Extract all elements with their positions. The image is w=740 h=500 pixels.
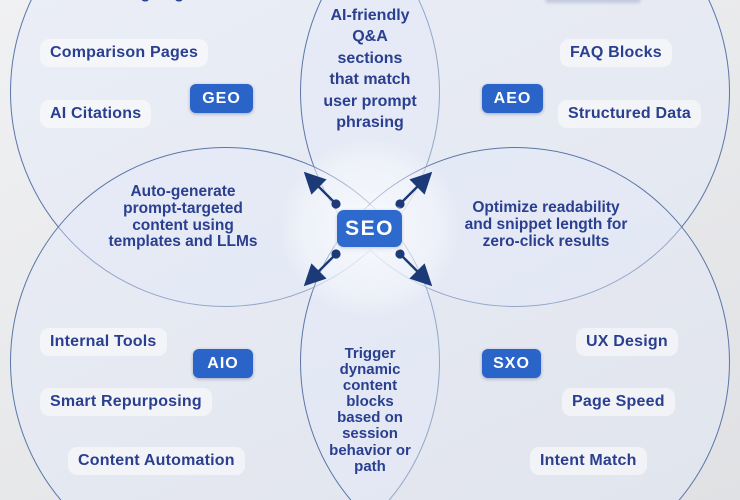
- label-page-speed: Page Speed: [562, 388, 675, 416]
- label-ai-citations: AI Citations: [40, 100, 152, 128]
- label-structured-data: Structured Data: [558, 100, 702, 128]
- clipped-label-top-left: Landing Pages: [88, 0, 202, 3]
- aeo-badge: AEO: [482, 84, 543, 113]
- sxo-badge: SXO: [482, 349, 541, 378]
- label-ux-design: UX Design: [576, 328, 678, 356]
- clipped-label-fragment-top-right: [545, 0, 641, 3]
- seo-center-badge: SEO: [337, 210, 402, 247]
- label-comparison-pages: Comparison Pages: [40, 39, 209, 67]
- overlap-text-geo-aeo: Create AI-friendly Q&A sections that mat…: [323, 0, 417, 131]
- overlap-text-aeo-sxo: Optimize readability and snippet length …: [464, 199, 628, 250]
- label-smart-repurposing: Smart Repurposing: [40, 388, 212, 416]
- overlap-text-geo-aio: Auto-generate prompt-targeted content us…: [108, 183, 258, 251]
- label-intent-match: Intent Match: [530, 447, 647, 475]
- label-internal-tools: Internal Tools: [40, 328, 167, 356]
- aio-badge: AIO: [193, 349, 253, 378]
- label-faq-blocks: FAQ Blocks: [560, 39, 672, 67]
- geo-badge: GEO: [190, 84, 253, 113]
- overlap-text-aio-sxo: Trigger dynamic content blocks based on …: [329, 345, 411, 475]
- label-content-automation: Content Automation: [68, 447, 245, 475]
